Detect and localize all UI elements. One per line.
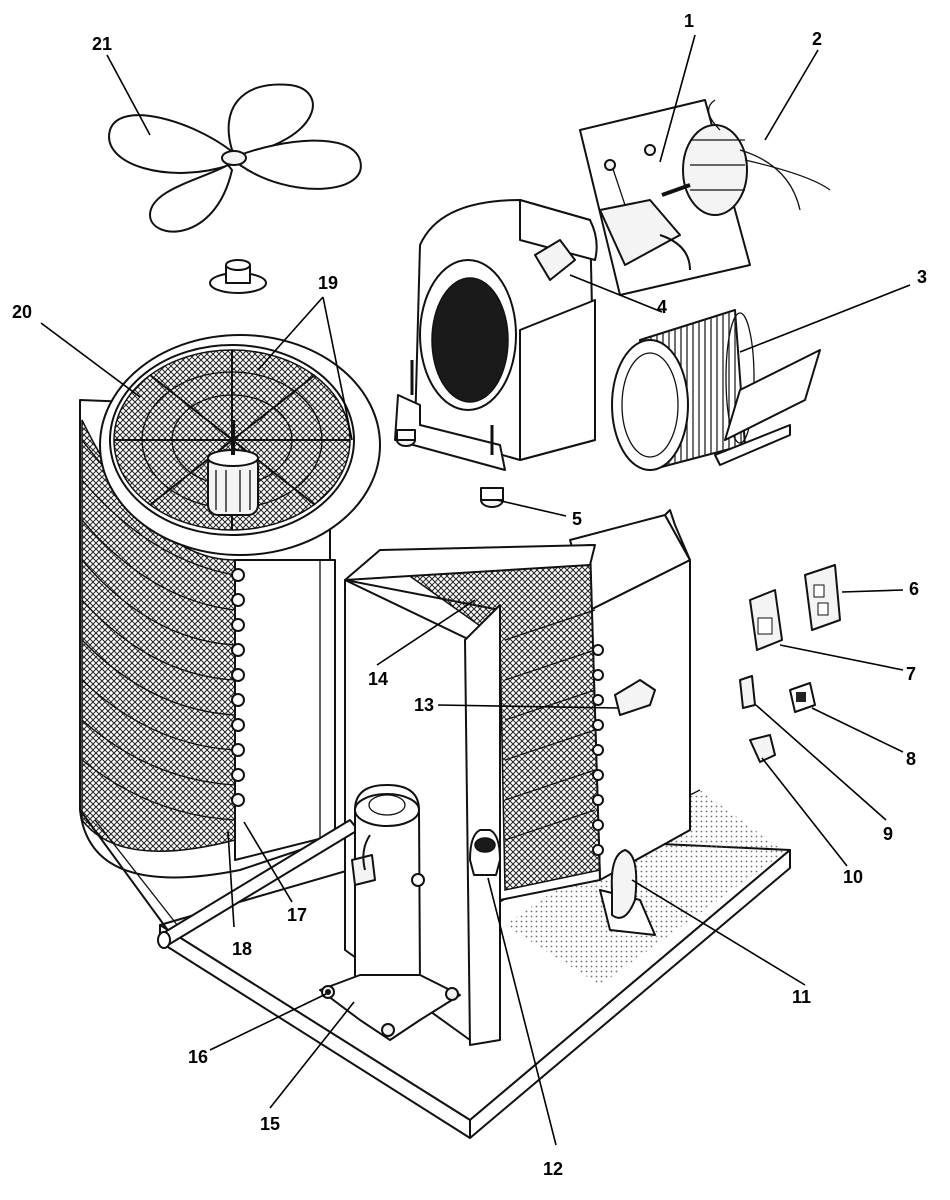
callout-11: 11: [792, 987, 812, 1007]
callout-16: 16: [188, 1047, 209, 1067]
callout-8: 8: [906, 749, 917, 769]
callout-19: 19: [318, 273, 339, 293]
compressor-mount: [325, 989, 331, 995]
callout-3: 3: [917, 267, 928, 287]
capacitor-relay: [749, 589, 783, 651]
callout-6: 6: [909, 579, 920, 599]
leader-lines: [40, 34, 911, 1146]
callout-15: 15: [260, 1114, 281, 1134]
callout-7: 7: [906, 664, 917, 684]
coil-return-bends-right: [592, 644, 604, 856]
callout-12: 12: [543, 1159, 564, 1179]
sensor-clip: [614, 679, 656, 716]
blower-housing: [394, 199, 598, 471]
callout-14: 14: [368, 669, 389, 689]
callout-10: 10: [843, 867, 864, 887]
contactor: [804, 564, 841, 631]
wheel-side-panel: [714, 349, 821, 466]
blower-motor: [661, 99, 831, 216]
fan-motor: [207, 420, 259, 516]
pressure-switch: [739, 675, 756, 709]
callout-17: 17: [287, 905, 308, 925]
fan-blade: [108, 83, 362, 233]
callout-13: 13: [414, 695, 435, 715]
blower-wheel: [611, 309, 755, 471]
accumulator: [469, 829, 501, 876]
defrost-control: [789, 682, 816, 713]
callout-5: 5: [572, 509, 583, 529]
callout-1: 1: [684, 11, 695, 31]
mounting-grommets: [396, 429, 504, 508]
callout-20: 20: [12, 302, 33, 322]
callout-4: 4: [657, 297, 668, 317]
tube-bracket: [610, 849, 638, 919]
control-box: [569, 509, 691, 881]
compressor: [319, 784, 461, 1041]
callout-21: 21: [92, 34, 113, 54]
coil-return-bends: [231, 568, 245, 807]
callout-2: 2: [812, 29, 823, 49]
fan-hub: [209, 259, 267, 294]
callout-9: 9: [883, 824, 894, 844]
thermostat-sensor: [749, 734, 776, 763]
callout-18: 18: [232, 939, 253, 959]
